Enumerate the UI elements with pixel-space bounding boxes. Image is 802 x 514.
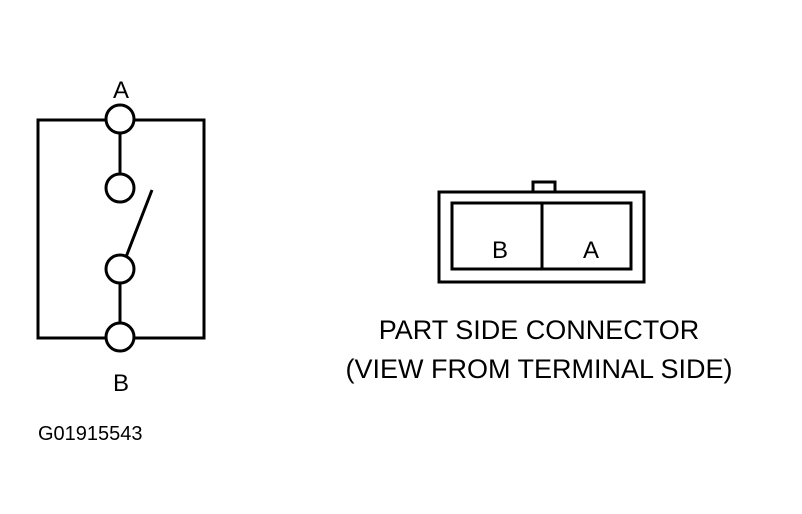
- switch-terminals: [104, 103, 136, 353]
- connector-face: [437, 180, 646, 284]
- cavity-a-label: A: [583, 237, 599, 264]
- terminal-b-label: B: [113, 370, 129, 397]
- upper-switch-contact: [104, 172, 136, 204]
- lower-switch-contact: [104, 253, 136, 285]
- figure-id: G01915543: [38, 423, 143, 445]
- terminal-b-node: [104, 321, 136, 353]
- switch-schematic: [36, 118, 206, 340]
- connector-housing: [437, 190, 646, 284]
- terminal-a-label: A: [113, 77, 129, 104]
- terminal-a-node: [104, 103, 136, 135]
- connector-caption-line1: PART SIDE CONNECTOR: [379, 315, 700, 345]
- cavity-b-label: B: [492, 237, 508, 264]
- connector-caption-line2: (VIEW FROM TERMINAL SIDE): [345, 354, 732, 384]
- switch-blade: [124, 189, 154, 258]
